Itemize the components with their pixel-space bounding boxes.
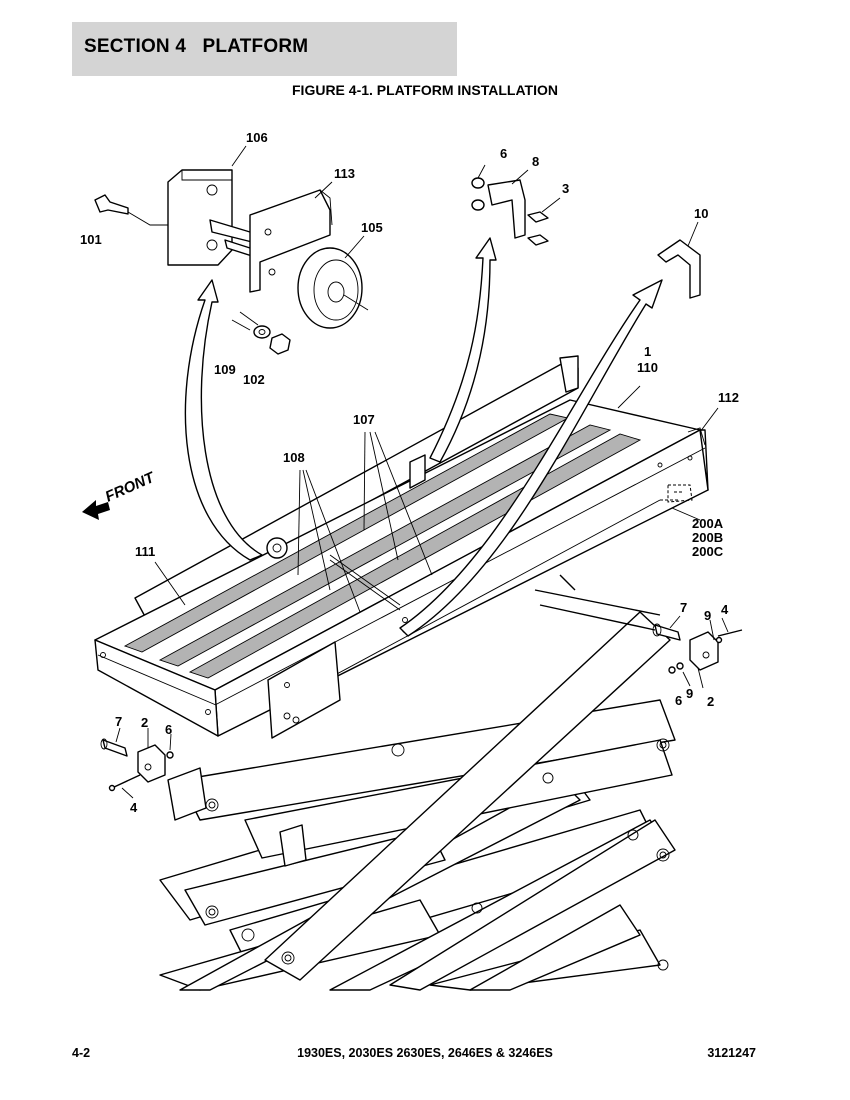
section-title: SECTION 4 PLATFORM [84, 36, 309, 57]
callout-2-left: 2 [141, 715, 148, 730]
callout-111: 111 [135, 544, 155, 559]
callout-107: 107 [353, 412, 375, 427]
callout-leaders [115, 145, 729, 799]
section-banner: SECTION 4 PLATFORM [72, 22, 457, 76]
callout-6-left: 6 [165, 722, 172, 737]
callout-112: 112 [718, 390, 739, 405]
callout-10: 10 [694, 206, 708, 221]
callout-6-right: 6 [675, 693, 682, 708]
callout-numbers: 106 113 105 101 109 102 6 8 3 10 1 110 1… [80, 130, 739, 815]
front-direction-indicator: FRONT [82, 468, 158, 520]
callout-105: 105 [361, 220, 383, 235]
callout-200b: 200B [692, 530, 723, 545]
assembly-arrows [184, 237, 663, 637]
scissor-assembly [159, 574, 676, 991]
callout-200a: 200A [692, 516, 724, 531]
callout-106: 106 [246, 130, 268, 145]
roller-assembly-parts [94, 169, 369, 355]
callout-101: 101 [80, 232, 102, 247]
page-number: 4-2 [72, 1046, 91, 1060]
callout-9-right: 9 [704, 608, 711, 623]
callout-9-right-lower: 9 [686, 686, 693, 701]
callout-4-left: 4 [130, 800, 138, 815]
callout-7-right: 7 [680, 600, 687, 615]
callout-113: 113 [334, 166, 355, 181]
callout-110: 110 [637, 360, 658, 375]
document-number: 3121247 [707, 1046, 756, 1060]
callout-108: 108 [283, 450, 305, 465]
callout-7-left: 7 [115, 714, 122, 729]
callout-200c: 200C [692, 544, 724, 559]
callout-109: 109 [214, 362, 236, 377]
callout-1: 1 [644, 344, 651, 359]
callout-6-nut-top: 6 [500, 146, 507, 161]
callout-3: 3 [562, 181, 569, 196]
callout-2-right: 2 [707, 694, 714, 709]
callout-8: 8 [532, 154, 539, 169]
model-list: 1930ES, 2030ES 2630ES, 2646ES & 3246ES [297, 1046, 553, 1060]
pivot-hardware [100, 623, 743, 792]
callout-4-right: 4 [721, 602, 729, 617]
callout-102: 102 [243, 372, 265, 387]
stop-bracket-parts [471, 177, 701, 299]
front-label: FRONT [103, 468, 159, 505]
figure-title: FIGURE 4-1. PLATFORM INSTALLATION [292, 82, 558, 98]
